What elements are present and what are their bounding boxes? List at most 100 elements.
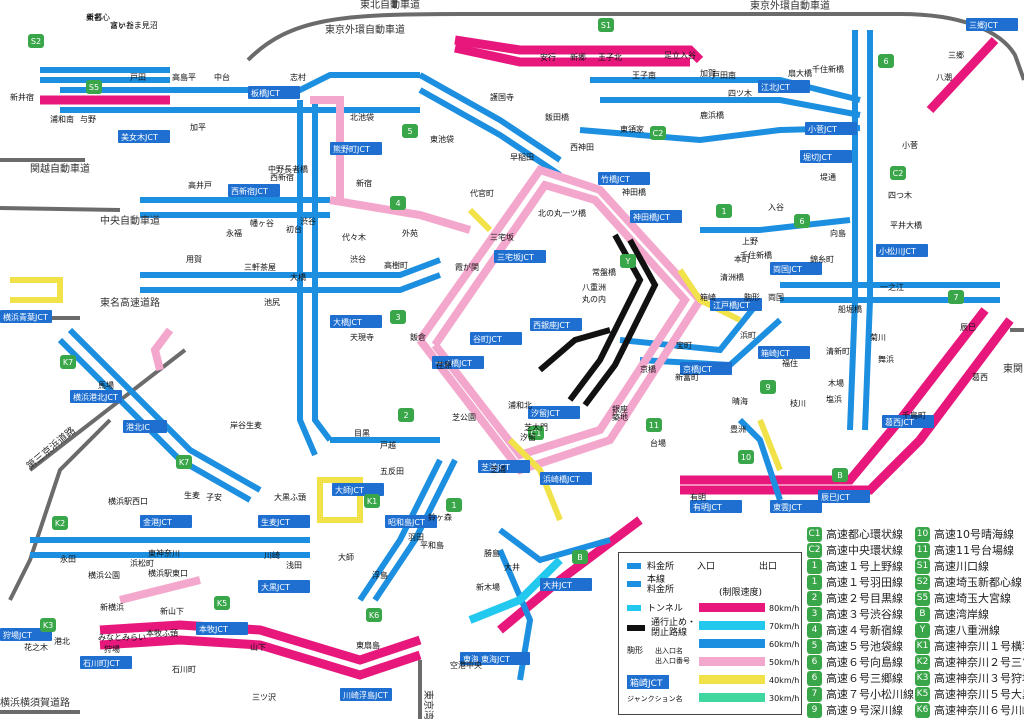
place-label: 荏原 xyxy=(436,361,452,370)
route-badge-r5: 5 xyxy=(402,124,418,138)
jct-kohoku2[interactable]: 港北IC xyxy=(123,420,167,433)
place-label: 加平 xyxy=(190,122,206,132)
route-badge-k7: K7 xyxy=(60,355,76,369)
jct-ryogoku[interactable]: 両国JCT xyxy=(770,262,822,275)
jct-kawasakiukishima[interactable]: 川崎浮島JCT xyxy=(340,688,392,701)
place-label: 本町 xyxy=(734,254,750,264)
place-label: 永福 xyxy=(226,228,242,238)
place-label: 大師 xyxy=(338,552,354,562)
jct-shiodome[interactable]: 汐留JCT xyxy=(528,406,580,419)
jct-ichinohashi[interactable]: 一ノ橋JCT xyxy=(432,356,484,369)
svg-text:1: 1 xyxy=(721,207,726,216)
place-label: 五反田 xyxy=(380,466,404,476)
jct-hokusei[interactable]: 狩場JCT xyxy=(0,628,52,641)
place-label: 新都心 xyxy=(86,12,110,22)
jct-miyakezaka[interactable]: 三宅坂JCT xyxy=(494,250,546,263)
place-label: 堤通 xyxy=(820,172,836,182)
route-name: 高速３号渋谷線 xyxy=(826,608,903,621)
jct-oi[interactable]: 大井JCT xyxy=(540,578,592,591)
jct-daikoku[interactable]: 大黒JCT xyxy=(258,580,310,593)
jct-daishi[interactable]: 大師JCT xyxy=(332,483,384,496)
route-badge-r4: 4 xyxy=(390,196,406,210)
place-label: 四ツ木 xyxy=(728,88,752,98)
jct-edobashi[interactable]: 江戸橋JCT xyxy=(710,298,762,311)
legend-tunnel: トンネル xyxy=(647,603,683,614)
svg-text:K3: K3 xyxy=(43,621,53,630)
jct-kyobashi[interactable]: 京橋JCT xyxy=(680,362,732,375)
svg-text:7: 7 xyxy=(953,293,958,302)
svg-text:10: 10 xyxy=(741,453,751,462)
jct-kosuge[interactable]: 小菅JCT xyxy=(805,122,857,135)
jct-namamugi[interactable]: 生麦JCT xyxy=(258,515,310,528)
place-label: 西神田 xyxy=(570,142,594,152)
place-label: 一之江 xyxy=(880,282,904,292)
jct-misato[interactable]: 三郷JCT xyxy=(966,18,1018,31)
jct-ariake[interactable]: 有明JCT xyxy=(690,500,742,513)
jct-bijogi[interactable]: 美女木JCT xyxy=(118,130,170,143)
place-label: 花之木 xyxy=(24,642,48,652)
route-name: 高速湾岸線 xyxy=(934,608,989,621)
jct-honmoku[interactable]: 本牧JCT xyxy=(196,622,248,635)
jct-showajima[interactable]: 昭和島JCT xyxy=(385,515,437,528)
jct-kohoku[interactable]: 江北JCT xyxy=(758,80,810,93)
jct-nishiginza[interactable]: 西銀座JCT xyxy=(530,318,582,331)
place-label: 菊川 xyxy=(870,332,886,342)
route-badge: K2 xyxy=(915,654,930,670)
jct-takebashi[interactable]: 竹橋JCT xyxy=(598,172,650,185)
jct-box xyxy=(0,310,52,323)
route-badge-k5: K5 xyxy=(214,596,230,610)
jct-label: 西銀座JCT xyxy=(533,320,570,330)
jct-label: 大井JCT xyxy=(543,580,572,590)
jct-nishishinjuku[interactable]: 西新宿JCT xyxy=(228,184,280,197)
jct-haneda[interactable]: 東海JCT xyxy=(478,652,530,665)
jct-kasai[interactable]: 葛西JCT xyxy=(882,415,934,428)
jct-kumano[interactable]: 熊野町JCT xyxy=(330,142,382,155)
jct-yokohamaaoba[interactable]: 横浜青葉JCT xyxy=(0,310,52,323)
jct-label: 竹橋JCT xyxy=(601,174,630,184)
place-label: 船堀橋 xyxy=(838,304,862,314)
legend-speed-title: (制限速度) xyxy=(719,586,762,598)
route-name: 高速１号上野線 xyxy=(826,560,903,573)
place-label: 東領家 xyxy=(620,124,644,134)
jct-tanimachi[interactable]: 谷町JCT xyxy=(470,332,522,345)
route-badge: 6 xyxy=(807,670,822,686)
jct-hamazakibashi[interactable]: 浜崎橋JCT xyxy=(540,472,592,485)
jct-kandabashi[interactable]: 神田橋JCT xyxy=(630,210,682,223)
place-label: 天現寺 xyxy=(350,333,374,342)
jct-hakozaki[interactable]: 箱崎JCT xyxy=(758,346,810,359)
jct-ishikawacho[interactable]: 石川町JCT xyxy=(80,656,132,669)
jct-yokohamakohoku[interactable]: 横浜港北JCT xyxy=(70,390,122,403)
place-label: 安行 xyxy=(540,52,556,62)
svg-text:3: 3 xyxy=(395,313,400,322)
place-label: 西新宿 xyxy=(270,172,294,182)
jct-itabashi[interactable]: 板橋JCT xyxy=(248,86,300,99)
svg-text:B: B xyxy=(577,553,583,562)
place-label: 本牧ふ頭 xyxy=(146,628,178,638)
place-label: 枝川 xyxy=(790,398,806,408)
jct-shibaura[interactable]: 芝浦JCT xyxy=(478,460,530,473)
road-label-yokosuka: 横浜横須賀道路 xyxy=(0,696,70,709)
route-badge-k3: K3 xyxy=(40,618,56,632)
jct-kanagawa[interactable]: 金港JCT xyxy=(140,515,192,528)
place-label: 芝大門 xyxy=(524,422,548,432)
jct-komatsugawa[interactable]: 小松川JCT xyxy=(876,244,928,257)
jct-label: 大師JCT xyxy=(335,485,364,495)
route-name: 高速神奈川３号狩場線 xyxy=(934,672,1024,685)
place-label: 東名 xyxy=(86,12,102,22)
jct-label: 神田橋JCT xyxy=(633,212,670,222)
jct-box xyxy=(800,150,852,163)
jct-horikiri[interactable]: 堀切JCT xyxy=(800,150,852,163)
route-badge-r1: 1 xyxy=(446,498,462,512)
jct-ohashi[interactable]: 大橋JCT xyxy=(330,315,382,328)
route-list-item: K5高速神奈川５号大黒線 xyxy=(915,686,1024,702)
jct-shinonome[interactable]: 東雲JCT xyxy=(770,500,822,513)
route-name: 高速９号深川線 xyxy=(826,704,903,717)
jct-tatsumi[interactable]: 辰巳JCT xyxy=(818,490,870,503)
place-label: 東扇島 xyxy=(356,640,380,650)
jct-box xyxy=(494,250,546,263)
route-name: 高速７号小松川線 xyxy=(826,688,914,701)
place-label: 駒形 xyxy=(744,292,760,302)
